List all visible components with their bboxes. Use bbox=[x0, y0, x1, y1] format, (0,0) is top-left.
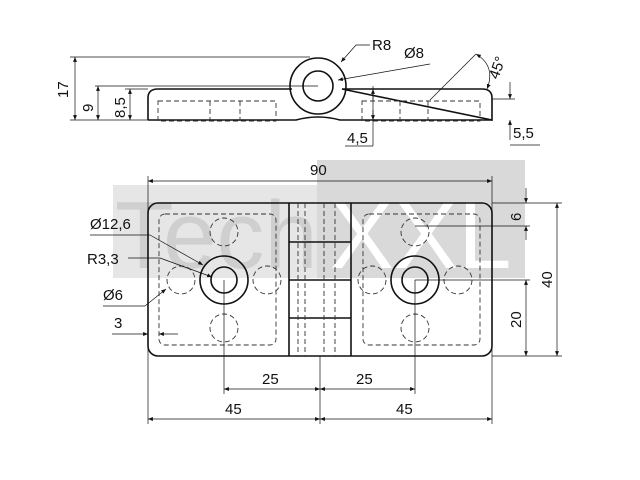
dim-pin-offset: 4,5 bbox=[347, 130, 368, 147]
dim-counterbore-diameter: Ø12,6 bbox=[90, 216, 131, 233]
dim-angle: 45° bbox=[486, 54, 510, 81]
dim-edge-height: 5,5 bbox=[513, 125, 534, 142]
dim-leaf-height-inner: 8,5 bbox=[112, 97, 129, 118]
dim-half-width-right: 45 bbox=[396, 401, 413, 418]
dim-hole-spacing-right: 25 bbox=[356, 371, 373, 388]
front-view: 90 Ø12,6 R3,3 Ø6 3 6 20 40 25 25 bbox=[87, 162, 562, 424]
dim-pin-diameter: Ø8 bbox=[404, 45, 424, 62]
side-view: 17 9 8,5 R8 Ø8 45° 4,5 5,5 bbox=[55, 37, 540, 147]
dim-top-offset: 6 bbox=[508, 213, 525, 221]
dim-half-width-left: 45 bbox=[225, 401, 242, 418]
dim-total-height: 17 bbox=[55, 81, 72, 98]
dim-overall-width: 90 bbox=[310, 162, 327, 179]
watermark: Tech XXL bbox=[113, 160, 525, 289]
dim-hole-spacing-left: 25 bbox=[262, 371, 279, 388]
dim-hole-diameter: Ø6 bbox=[103, 287, 123, 304]
dim-knuckle-radius: R8 bbox=[372, 37, 391, 54]
watermark-xxl: XXL bbox=[330, 182, 511, 289]
dim-leaf-height: 9 bbox=[80, 104, 97, 112]
watermark-tech: Tech bbox=[115, 182, 318, 289]
dim-overall-height: 40 bbox=[539, 271, 556, 288]
dim-hole-center-height: 20 bbox=[508, 311, 525, 328]
dim-wall: 3 bbox=[114, 315, 122, 332]
dim-radius: R3,3 bbox=[87, 251, 119, 268]
